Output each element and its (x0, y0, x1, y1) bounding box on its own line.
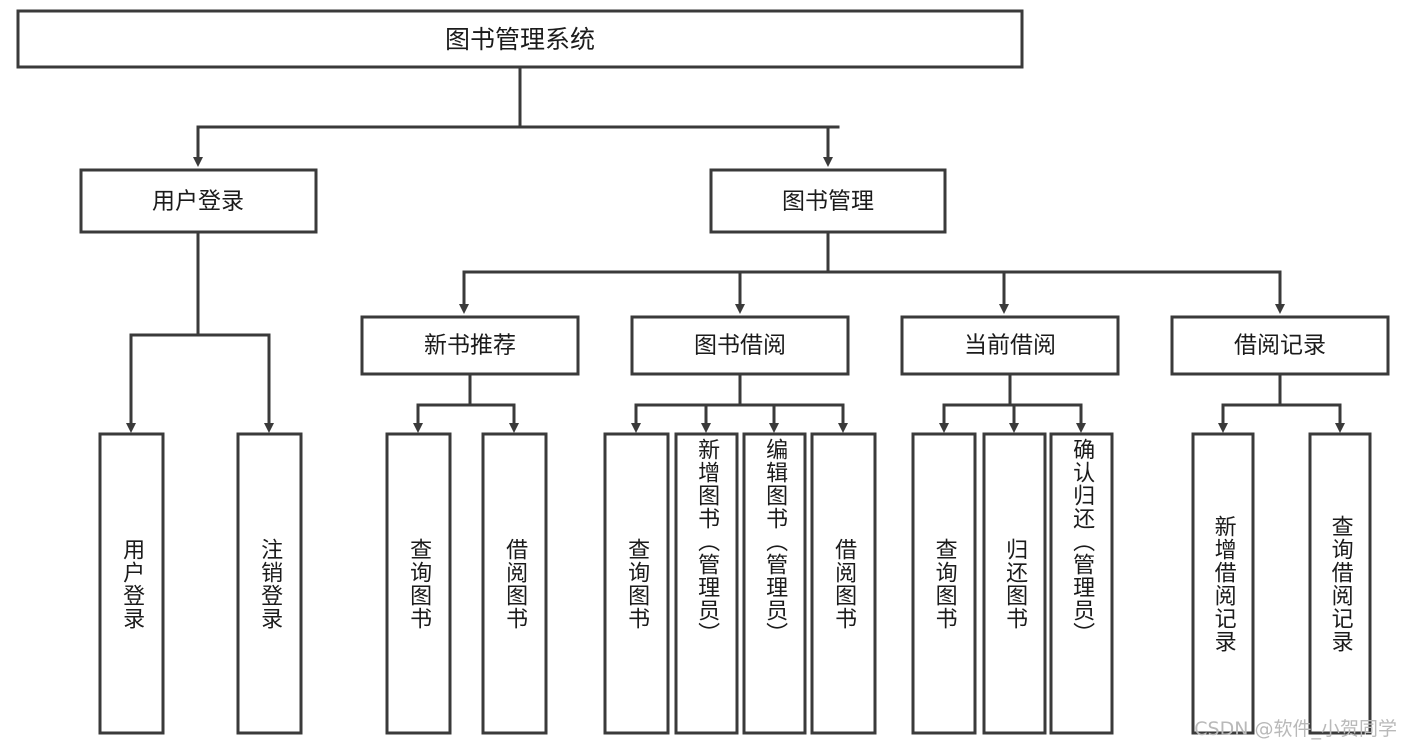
connector-record-to-leaves (1218, 372, 1345, 433)
leaf-box-borrow-book-newbook[interactable] (481, 432, 548, 735)
node-root-label: 图书管理系统 (445, 25, 595, 54)
node-book-management-label: 图书管理 (782, 189, 874, 215)
node-root[interactable] (16, 9, 1024, 69)
leaf-box-borrow-book[interactable] (810, 432, 877, 735)
leaf-box-user-login[interactable] (98, 432, 165, 735)
connector-current-to-leaves (939, 372, 1086, 433)
node-borrow-record-label: 借阅记录 (1234, 333, 1326, 359)
leaf-box-add-borrow-record[interactable] (1191, 432, 1255, 735)
leaf-box-query-borrow-record[interactable] (1308, 432, 1372, 735)
connector-bookmgmt-to-level2 (459, 230, 1285, 314)
leaf-box-logout[interactable] (236, 432, 303, 735)
node-book-borrow[interactable] (630, 315, 850, 376)
leaf-box-return-book[interactable] (982, 432, 1047, 735)
node-user-login-label: 用户登录 (152, 189, 244, 215)
node-current-borrow-label: 当前借阅 (964, 333, 1056, 359)
node-new-book-recommend-label: 新书推荐 (424, 333, 516, 359)
connector-root-to-level1 (193, 65, 840, 167)
leaf-box-query-book-borrow[interactable] (603, 432, 670, 735)
connector-newbook-to-leaves (413, 372, 519, 433)
leaf-box-query-book-newbook[interactable] (385, 432, 452, 735)
node-book-management[interactable] (709, 168, 947, 234)
leaf-box-edit-book-admin[interactable] (742, 432, 807, 735)
node-new-book-recommend[interactable] (360, 315, 580, 376)
leaf-box-confirm-return-admin[interactable] (1049, 432, 1114, 735)
watermark-text: CSDN @软件_小贺同学 (1194, 718, 1397, 740)
node-book-borrow-label: 图书借阅 (694, 333, 786, 359)
node-current-borrow[interactable] (900, 315, 1120, 376)
node-user-login[interactable] (79, 168, 318, 234)
connector-borrow-to-leaves (631, 372, 848, 433)
leaf-box-add-book-admin[interactable] (674, 432, 739, 735)
connector-userlogin-to-leaves (126, 230, 274, 433)
node-borrow-record[interactable] (1170, 315, 1390, 376)
leaf-box-query-book-current[interactable] (911, 432, 977, 735)
